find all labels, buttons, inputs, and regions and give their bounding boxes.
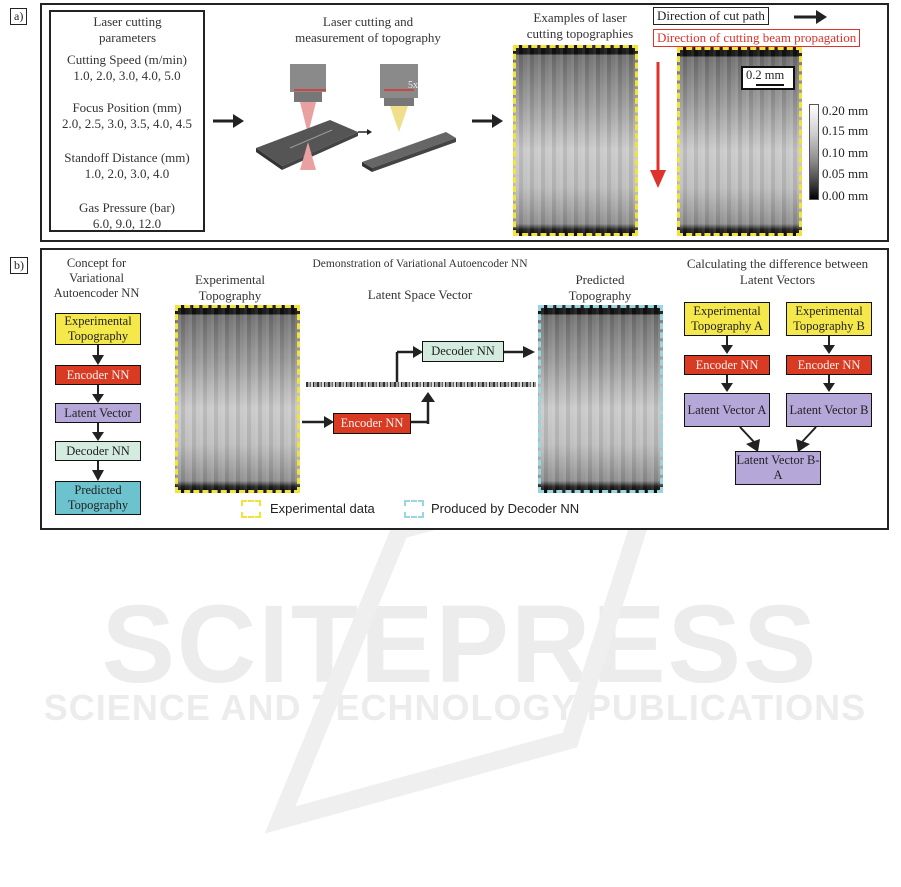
arrow-right-icon (213, 114, 244, 128)
focus-values: 2.0, 2.5, 3.0, 3.5, 4.0, 4.5 (62, 116, 192, 131)
legend-decoder-swatch (404, 500, 424, 518)
cut-path-arrow-icon (794, 10, 827, 24)
topography-example-1 (513, 45, 638, 236)
concept-arrows (92, 345, 104, 481)
concept-encoder-box: Encoder NN (55, 365, 141, 385)
legend-experimental-swatch (241, 500, 261, 518)
diff-latent-a-box: Latent Vector A (684, 393, 770, 427)
beam-propagation-label: Direction of cutting beam propagation (653, 29, 861, 47)
panel-a-label: a) (10, 8, 28, 25)
demo-title: Demonstration of Variational Autoencoder… (312, 258, 528, 270)
diff-encoder-b-box: Encoder NN (786, 355, 872, 375)
colorbar (809, 104, 819, 200)
concept-latent-box: Latent Vector (55, 403, 141, 423)
speed-values: 1.0, 2.0, 3.0, 4.0, 5.0 (73, 68, 181, 83)
colorbar-tick-020: 0.20 mm (822, 103, 869, 118)
colorbar-tick-005: 0.05 mm (822, 166, 869, 181)
colorbar-tick-000: 0.00 mm (822, 188, 869, 203)
colorbar-tick-015: 0.15 mm (822, 123, 869, 138)
watermark-main: SCITEPRESS (101, 583, 819, 706)
diff-latent-b-box: Latent Vector B (786, 393, 872, 427)
scale-bar-line (756, 84, 784, 86)
laser-cutting-illustration (256, 64, 456, 172)
diff-experimental-b-box: Experimental Topography B (786, 302, 872, 336)
scale-bar-label: 0.2 mm (746, 68, 785, 82)
legend-decoder-text: Produced by Decoder NN (431, 501, 580, 516)
legend-experimental-text: Experimental data (270, 501, 375, 516)
beam-direction-arrow-icon (650, 62, 666, 188)
arrow-right-icon (472, 114, 503, 128)
concept-predicted-box: Predicted Topography (55, 481, 141, 515)
parameters-box (49, 10, 205, 232)
concept-title: Concept for Variational Autoencoder NN (53, 256, 140, 300)
colorbar-tick-010: 0.10 mm (822, 145, 869, 160)
standoff-values: 1.0, 2.0, 3.0, 4.0 (84, 166, 170, 181)
speed-title: Cutting Speed (m/min) (67, 52, 187, 67)
parameters-title: Laser cutting parameters (93, 14, 162, 45)
standoff-title: Standoff Distance (mm) (64, 150, 190, 165)
diff-experimental-a-box: Experimental Topography A (684, 302, 770, 336)
decoder-box: Decoder NN (422, 341, 504, 362)
encoder-box: Encoder NN (333, 413, 411, 434)
gas-values: 6.0, 9.0, 12.0 (92, 216, 162, 231)
scale-bar-box (741, 66, 795, 90)
latent-vector-strip (306, 382, 536, 387)
focus-title: Focus Position (mm) (72, 100, 182, 115)
predicted-topography-label: Predicted Topography (568, 272, 632, 303)
diff-encoder-a-box: Encoder NN (684, 355, 770, 375)
latent-space-label: Latent Space Vector (367, 287, 473, 302)
predicted-topography-image (538, 305, 663, 493)
cut-path-label: Direction of cut path (653, 7, 769, 25)
experimental-topography-image (175, 305, 300, 493)
panel-b-label: b) (10, 257, 28, 274)
diff-latent-ba-box: Latent Vector B-A (735, 451, 821, 485)
examples-title: Examples of laser cutting topographies (526, 10, 634, 41)
objective-label: 5x (408, 80, 418, 91)
watermark-sub: SCIENCE AND TECHNOLOGY PUBLICATIONS (43, 687, 867, 728)
difference-arrows (721, 336, 835, 452)
decoder-flow-arrows (395, 346, 535, 382)
difference-title: Calculating the difference between Laten… (686, 256, 869, 287)
concept-decoder-box: Decoder NN (55, 441, 141, 461)
experimental-topography-label: Experimental Topography (194, 272, 266, 303)
gas-title: Gas Pressure (bar) (78, 200, 176, 215)
encoder-flow-arrows (302, 392, 435, 428)
concept-experimental-box: Experimental Topography (55, 313, 141, 345)
measurement-title: Laser cutting and measurement of topogra… (295, 14, 441, 45)
